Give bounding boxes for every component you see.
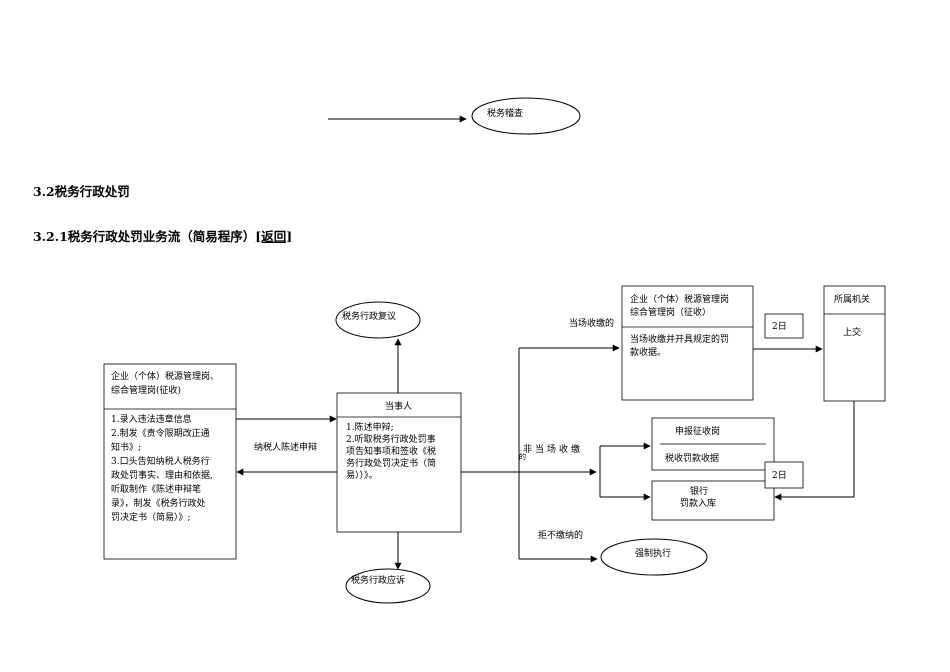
declare-box-header: 申报征收岗	[675, 425, 720, 437]
left-box-line-7: 录》，制发《税务行政处	[111, 497, 206, 509]
left-box-header-2: 综合管理岗(征收)	[111, 384, 181, 396]
refuse-label: 拒不缴纳的	[538, 529, 583, 541]
left-box-line-6: 听取制作《陈述申辩笔	[111, 483, 201, 495]
not-onsite-label: 非当场收缴	[523, 443, 583, 455]
party-box-line-3: 项告知事项和签收《税	[346, 445, 436, 457]
review-ellipse-label: 税务行政复议	[342, 310, 396, 322]
left-box-line-1: 1.录入违法违章信息	[111, 413, 192, 425]
arrow-agency-to-bank	[774, 401, 855, 501]
return-link[interactable]: [返回]	[255, 229, 293, 244]
subsection-title: 3.2.1税务行政处罚业务流（简易程序）	[33, 229, 256, 244]
bank-box-header: 银行	[690, 485, 708, 497]
party-box-line-4: 务行政处罚决定书（简	[346, 457, 436, 469]
bank-box-body: 罚款入库	[680, 497, 716, 509]
onsite-box: 企业（个体）税源管理岗 综合管理岗（征收） 当场收缴并开具规定的罚 款收据。	[621, 285, 754, 401]
left-box-line-4: 3.口头告知纳税人税务行	[111, 455, 210, 467]
onsite-box-line-2: 款收据。	[630, 346, 666, 358]
enforce-ellipse-label: 强制执行	[635, 547, 671, 559]
onsite-box-header-1: 企业（个体）税源管理岗	[630, 293, 729, 305]
bank-box: 银行 罚款入库	[651, 480, 775, 521]
agency-box-body: 上交	[843, 326, 861, 338]
lawsuit-ellipse-label: 税务行政应诉	[351, 574, 405, 586]
lawsuit-ellipse	[345, 568, 431, 604]
declare-box-body: 税收罚款收据	[665, 452, 719, 464]
party-box-line-2: 2.听取税务行政处罚事	[346, 433, 436, 445]
party-box-line-1: 1.陈述申辩;	[346, 421, 394, 433]
section-heading: 3.2税务行政处罚	[33, 184, 130, 199]
audit-ellipse	[471, 97, 581, 135]
left-box-header-1: 企业（个体）税源管理岗、	[111, 370, 219, 382]
declare-box: 申报征收岗 税收罚款收据	[651, 417, 775, 471]
enforce-ellipse	[600, 538, 708, 576]
left-box-line-3: 知书》;	[111, 441, 141, 453]
not-onsite-label-tail: 的	[519, 452, 526, 461]
party-box-line-5: 易））》。	[346, 470, 378, 481]
left-box: 企业（个体）税源管理岗、 综合管理岗(征收) 1.录入违法违章信息 2.制发《责…	[103, 363, 237, 560]
party-box-header: 当事人	[385, 400, 412, 412]
agency-box: 所属机关 上交	[823, 285, 886, 402]
review-ellipse	[335, 301, 421, 339]
onsite-box-line-1: 当场收缴并开具规定的罚	[630, 333, 729, 345]
agency-box-header: 所属机关	[834, 293, 870, 305]
two-days-box-1	[764, 313, 804, 339]
left-box-line-5: 政处罚事实、理由和依据,	[111, 469, 213, 481]
statement-label: 纳税人陈述申辩	[254, 441, 317, 453]
left-box-line-8: 罚决定书（简易）》;	[111, 511, 191, 523]
subsection-heading: 3.2.1税务行政处罚业务流（简易程序）[返回]	[33, 226, 292, 245]
left-box-line-2: 2.制发《责令限期改正通	[111, 427, 210, 439]
two-days-box-2	[764, 461, 804, 489]
onsite-box-header-2: 综合管理岗（征收）	[630, 306, 711, 318]
two-days-label-1: 2日	[772, 321, 787, 332]
audit-ellipse-label: 税务稽查	[487, 107, 523, 119]
onsite-label: 当场收缴的	[569, 317, 614, 329]
two-days-label-2: 2日	[772, 470, 787, 481]
party-box: 当事人 1.陈述申辩; 2.听取税务行政处罚事 项告知事项和签收《税 务行政处罚…	[336, 392, 462, 533]
